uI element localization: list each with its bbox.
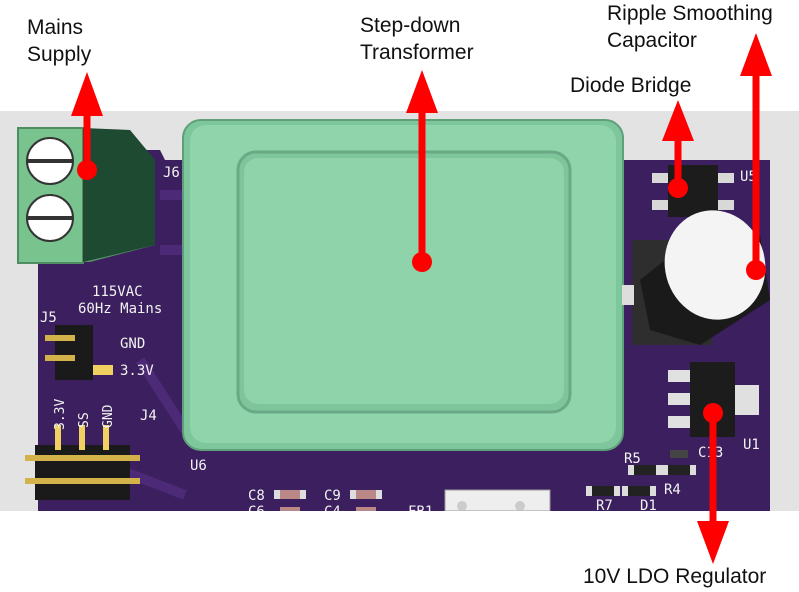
silk-pin-3v3: 3.3V — [53, 399, 68, 430]
silk-pin-ss: SS — [77, 412, 92, 428]
silk-mains-line2: 60Hz Mains — [78, 301, 162, 317]
silk-3v3: 3.3V — [120, 363, 154, 379]
silk-c8: C8 — [248, 488, 265, 504]
transformer-body — [183, 120, 623, 450]
label-diode-bridge: Diode Bridge — [570, 72, 691, 99]
silk-j6: J6 — [163, 165, 180, 181]
label-ldo: 10V LDO Regulator — [583, 563, 766, 590]
silk-pin-gnd: GND — [101, 404, 116, 428]
silk-u1: U1 — [743, 437, 760, 453]
silk-c9: C9 — [324, 488, 341, 504]
label-transformer: Step-down Transformer — [360, 12, 474, 66]
label-capacitor: Ripple Smoothing Capacitor — [607, 0, 773, 54]
label-mains-supply: Mains Supply — [27, 14, 91, 68]
silk-j4: J4 — [140, 408, 157, 424]
silk-mains-line1: 115VAC — [92, 284, 143, 300]
silk-r5: R5 — [624, 451, 641, 467]
silk-j5: J5 — [40, 310, 57, 326]
silk-u6: U6 — [190, 458, 207, 474]
silk-gnd: GND — [120, 336, 145, 352]
silk-r4: R4 — [664, 482, 681, 498]
